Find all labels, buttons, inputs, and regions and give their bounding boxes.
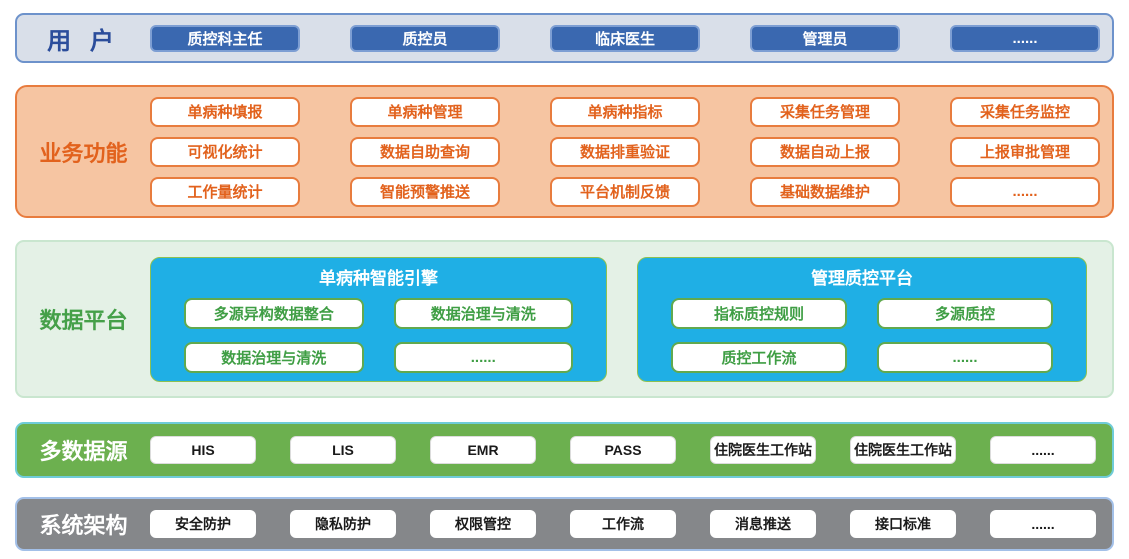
architecture-node: 工作流 <box>570 510 676 538</box>
architecture-node: 接口标准 <box>850 510 956 538</box>
panel-disease-engine: 单病种智能引擎 多源异构数据整合 数据治理与清洗 数据治理与清洗 ...... <box>150 256 607 382</box>
platform-module-node: 多源异构数据整合 <box>184 297 364 329</box>
data-source-node: 住院医生工作站 <box>850 436 956 464</box>
architecture-node: 安全防护 <box>150 510 256 538</box>
platform-module-node: 多源质控 <box>877 297 1053 329</box>
layer-system-architecture: 系统架构 安全防护 隐私防护 权限管控 工作流 消息推送 接口标准 ...... <box>15 497 1114 551</box>
layer-business-label: 业务功能 <box>39 140 128 166</box>
architecture-node: 消息推送 <box>710 510 816 538</box>
platform-module-node: 数据治理与清洗 <box>184 341 364 373</box>
business-function-node: 单病种填报 <box>150 96 300 127</box>
platform-module-node: 指标质控规则 <box>671 297 847 329</box>
user-role-node: 质控科主任 <box>150 24 300 52</box>
data-source-node: EMR <box>430 436 536 464</box>
business-function-node: 单病种指标 <box>550 96 700 127</box>
data-source-node: LIS <box>290 436 396 464</box>
platform-module-node: 质控工作流 <box>671 341 847 373</box>
architecture-row: 安全防护 隐私防护 权限管控 工作流 消息推送 接口标准 ...... <box>150 510 1112 538</box>
layer-business-functions: 业务功能 单病种填报 单病种管理 单病种指标 采集任务管理 采集任务监控 可视化… <box>15 85 1114 218</box>
user-role-node: 质控员 <box>350 24 500 52</box>
business-function-node: 工作量统计 <box>150 176 300 207</box>
business-function-node: 数据自助查询 <box>350 136 500 167</box>
business-function-grid: 单病种填报 单病种管理 单病种指标 采集任务管理 采集任务监控 可视化统计 数据… <box>150 96 1100 207</box>
data-source-node: 住院医生工作站 <box>710 436 816 464</box>
data-source-node: HIS <box>150 436 256 464</box>
layer-data-sources-label: 多数据源 <box>39 439 128 464</box>
business-function-node: 采集任务监控 <box>950 96 1100 127</box>
layer-data-sources: 多数据源 HIS LIS EMR PASS 住院医生工作站 住院医生工作站 ..… <box>15 422 1114 478</box>
user-role-node: 管理员 <box>750 24 900 52</box>
business-function-node: 采集任务管理 <box>750 96 900 127</box>
platform-module-node-more: ...... <box>393 341 573 373</box>
architecture-node: 隐私防护 <box>290 510 396 538</box>
panel-quality-control-grid: 指标质控规则 多源质控 质控工作流 ...... <box>671 297 1053 373</box>
platform-module-node-more: ...... <box>877 341 1053 373</box>
user-role-node-more: ...... <box>950 24 1100 52</box>
platform-module-node: 数据治理与清洗 <box>393 297 573 329</box>
user-role-node: 临床医生 <box>550 24 700 52</box>
data-source-node: PASS <box>570 436 676 464</box>
business-function-node: 单病种管理 <box>350 96 500 127</box>
layer-users: 用 户 质控科主任 质控员 临床医生 管理员 ...... <box>15 13 1114 63</box>
panel-disease-engine-title: 单病种智能引擎 <box>319 268 438 288</box>
panel-disease-engine-grid: 多源异构数据整合 数据治理与清洗 数据治理与清洗 ...... <box>184 297 573 373</box>
architecture-node: 权限管控 <box>430 510 536 538</box>
panel-quality-control-title: 管理质控平台 <box>811 268 913 288</box>
architecture-node-more: ...... <box>990 510 1096 538</box>
layer-system-architecture-label: 系统架构 <box>39 513 128 538</box>
layer-users-label: 用 户 <box>47 27 120 55</box>
business-function-node: 数据自动上报 <box>750 136 900 167</box>
business-function-node: 数据排重验证 <box>550 136 700 167</box>
business-function-node-more: ...... <box>950 176 1100 207</box>
data-platform-panels: 单病种智能引擎 多源异构数据整合 数据治理与清洗 数据治理与清洗 ...... … <box>150 256 1087 382</box>
business-function-node: 智能预警推送 <box>350 176 500 207</box>
layer-data-platform-label: 数据平台 <box>39 308 128 333</box>
business-function-node: 上报审批管理 <box>950 136 1100 167</box>
business-function-node: 基础数据维护 <box>750 176 900 207</box>
business-function-node: 可视化统计 <box>150 136 300 167</box>
data-source-node-more: ...... <box>990 436 1096 464</box>
layer-data-platform: 数据平台 单病种智能引擎 多源异构数据整合 数据治理与清洗 数据治理与清洗 ..… <box>15 240 1114 398</box>
panel-quality-control: 管理质控平台 指标质控规则 多源质控 质控工作流 ...... <box>637 256 1087 382</box>
business-function-node: 平台机制反馈 <box>550 176 700 207</box>
user-role-row: 质控科主任 质控员 临床医生 管理员 ...... <box>150 24 1100 52</box>
data-source-row: HIS LIS EMR PASS 住院医生工作站 住院医生工作站 ...... <box>150 436 1112 464</box>
